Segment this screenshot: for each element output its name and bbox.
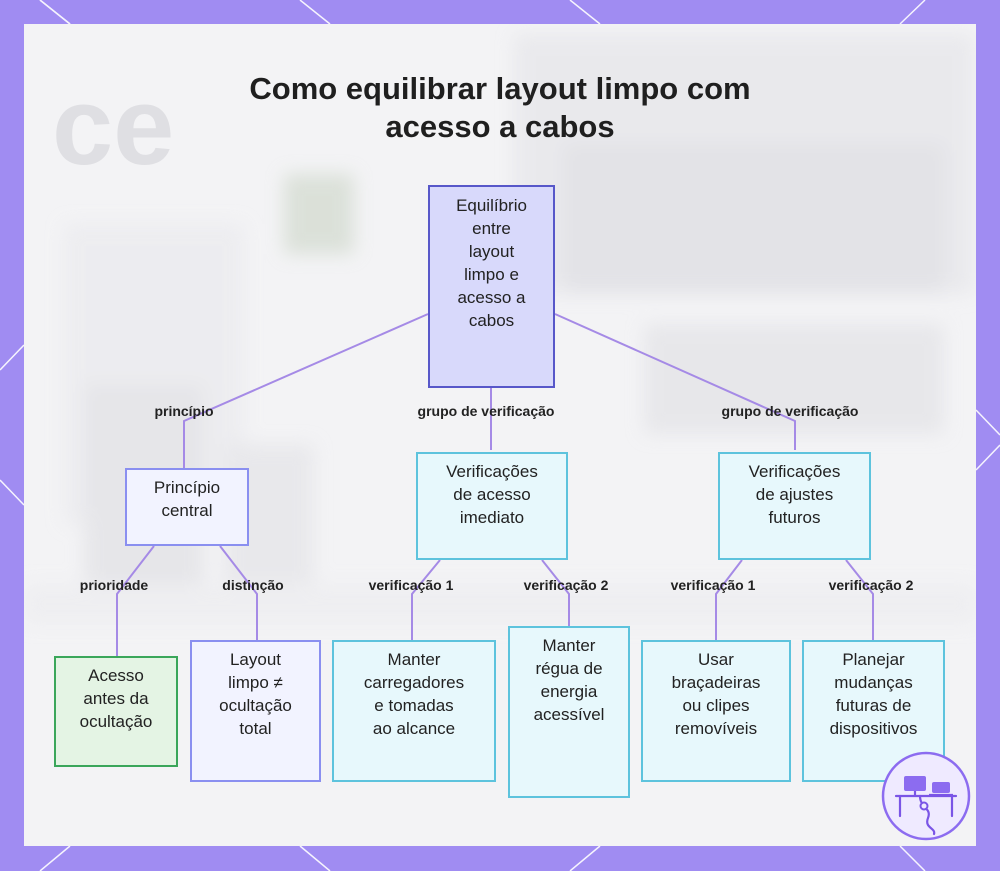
edge-label-group1: grupo de verificação [417, 403, 555, 419]
edge-group2-leaf6 [845, 559, 874, 640]
edge-label-g1-check1: verificação 1 [368, 577, 454, 593]
edge-group2-leaf5 [715, 559, 743, 640]
background-watermark: ce [52, 65, 174, 188]
node-access-before-hiding: Acesso antes da ocultação [54, 656, 178, 767]
diagram-edges [116, 313, 874, 656]
edge-group1-leaf4 [541, 559, 570, 626]
edge-label-group2: grupo de verificação [721, 403, 859, 419]
node-group-future-text: Verificações de ajustes futuros [748, 462, 841, 527]
node-group-immediate-text: Verificações de acesso imediato [446, 462, 538, 527]
node-power-strip-accessible-text: Manter régua de energia acessível [533, 636, 605, 724]
background-photo: ce [24, 24, 976, 846]
edge-group1-leaf3 [411, 559, 441, 640]
edge-label-priority: prioridade [79, 577, 149, 593]
node-plan-device-changes: Planejar mudanças futuras de dispositivo… [802, 640, 945, 782]
edge-label-g2-check2: verificação 2 [828, 577, 914, 593]
diagram-card: ce Como equilibrar layout limpo com aces… [24, 24, 976, 846]
node-principle-text: Princípio central [153, 478, 221, 520]
node-clean-not-hidden: Layout limpo ≠ ocultação total [190, 640, 321, 782]
edge-principle-leaf1 [116, 545, 155, 656]
node-power-strip-accessible: Manter régua de energia acessível [508, 626, 630, 798]
node-root-text: Equilíbrio entre layout limpo e acesso a… [456, 196, 527, 330]
edge-label-g2-check1: verificação 1 [670, 577, 756, 593]
node-chargers-within-reach-text: Manter carregadores e tomadas ao alcance [363, 650, 465, 738]
node-root: Equilíbrio entre layout limpo e acesso a… [428, 185, 555, 388]
page-title: Como equilibrar layout limpo com acesso … [24, 70, 976, 146]
title-line-1: Como equilibrar layout limpo com [249, 71, 751, 106]
node-chargers-within-reach: Manter carregadores e tomadas ao alcance [332, 640, 496, 782]
node-clean-not-hidden-text: Layout limpo ≠ ocultação total [219, 650, 292, 738]
node-group-immediate: Verificações de acesso imediato [416, 452, 568, 560]
node-removable-clips: Usar braçadeiras ou clipes removíveis [641, 640, 791, 782]
node-access-before-hiding-text: Acesso antes da ocultação [79, 666, 153, 731]
title-line-2: acesso a cabos [385, 109, 615, 144]
node-plan-device-changes-text: Planejar mudanças futuras de dispositivo… [829, 650, 918, 738]
edge-label-distinction: distinção [222, 577, 284, 593]
desk-cable-logo-icon [881, 751, 971, 841]
node-removable-clips-text: Usar braçadeiras ou clipes removíveis [671, 650, 761, 738]
node-principle: Princípio central [125, 468, 249, 546]
edge-label-principle: princípio [154, 403, 214, 419]
edge-label-g1-check2: verificação 2 [523, 577, 609, 593]
edge-root-group2 [554, 313, 796, 450]
edge-root-principle [183, 313, 429, 468]
node-group-future: Verificações de ajustes futuros [718, 452, 871, 560]
edge-principle-leaf2 [219, 545, 258, 640]
